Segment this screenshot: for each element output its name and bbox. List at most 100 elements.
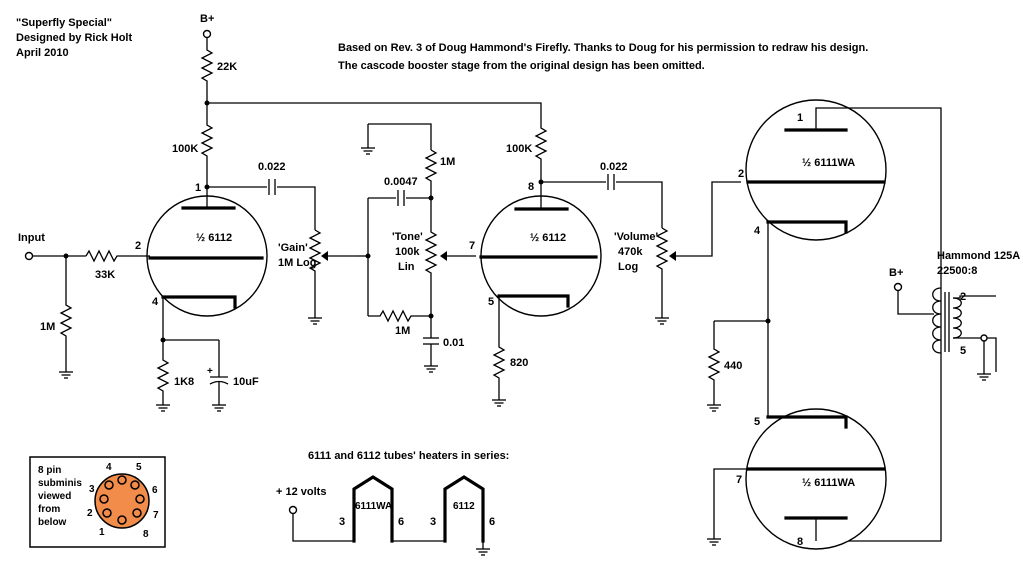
resistor-440 xyxy=(707,321,721,405)
transformer-bplus: B+ xyxy=(889,267,903,279)
v4-pin-plate: 8 xyxy=(797,536,803,548)
resistor-1m-input xyxy=(59,256,73,372)
resistor-100k-v2-label: 100K xyxy=(506,143,532,155)
v3-pin-plate: 1 xyxy=(797,112,803,124)
v2-pin-grid: 7 xyxy=(469,240,475,252)
v1-pin-cathode: 4 xyxy=(152,296,159,308)
heater-6112 xyxy=(443,475,485,543)
tube-v1-label: ½ 6112 xyxy=(196,232,232,244)
v1-pin-plate: 1 xyxy=(195,182,201,194)
resistor-820-label: 820 xyxy=(510,357,528,369)
pinout-line-1: 8 pin xyxy=(38,465,61,476)
pot-gain-value: 1M Log xyxy=(278,257,317,269)
bplus-terminal xyxy=(202,29,212,39)
v2-pin-cathode: 5 xyxy=(488,296,494,308)
capacitor-001 xyxy=(423,316,439,366)
pot-volume-name: 'Volume' xyxy=(614,231,659,243)
v4-pin-cathode: 5 xyxy=(754,416,760,428)
bplus-label: B+ xyxy=(200,13,214,25)
resistor-820 xyxy=(492,340,506,400)
capacitor-0022-b xyxy=(607,174,615,190)
resistor-100k-v1 xyxy=(200,103,214,187)
svg-text:3: 3 xyxy=(89,484,95,495)
tube-v4-cathode xyxy=(766,415,848,429)
pinout-line-3: viewed xyxy=(38,491,71,502)
v3-pin-grid: 2 xyxy=(738,168,744,180)
note-line-1: Based on Rev. 3 of Doug Hammond's Firefl… xyxy=(338,42,868,54)
svg-text:1: 1 xyxy=(99,527,105,538)
svg-text:3: 3 xyxy=(339,516,345,528)
tube-v3-label: ½ 6111WA xyxy=(802,157,855,169)
tube-v4-label: ½ 6111WA xyxy=(802,477,855,489)
note-line-2: The cascode booster stage from the origi… xyxy=(338,60,705,72)
capacitor-10uf-label: 10uF xyxy=(233,376,259,388)
output-transformer xyxy=(932,287,997,372)
capacitor-001-label: 0.01 xyxy=(443,337,464,349)
tube-socket-pinout xyxy=(94,473,150,529)
resistor-100k-v1-label: 100K xyxy=(172,143,198,155)
svg-text:6: 6 xyxy=(398,516,404,528)
svg-text:2: 2 xyxy=(87,508,93,519)
svg-text:5: 5 xyxy=(136,462,142,473)
transformer-pin5: 5 xyxy=(960,345,966,357)
pot-tone xyxy=(424,198,476,316)
pot-tone-taper: Lin xyxy=(398,261,415,273)
pinout-box xyxy=(29,456,166,548)
tube-v2-label: ½ 6112 xyxy=(530,232,566,244)
heaters-title: 6111 and 6112 tubes' heaters in series: xyxy=(308,450,509,462)
svg-text:4: 4 xyxy=(106,462,112,473)
resistor-1m-tone-label: 1M xyxy=(440,156,455,168)
svg-text:6: 6 xyxy=(152,485,158,496)
bplus-rail xyxy=(207,102,542,116)
resistor-33k xyxy=(85,249,150,263)
tube-v2-cathode xyxy=(497,294,570,308)
input-jack xyxy=(24,251,34,261)
svg-text:7: 7 xyxy=(153,510,159,521)
capacitor-10uf: + xyxy=(207,340,229,405)
resistor-1m-tone xyxy=(424,149,438,198)
pot-tone-value: 100k xyxy=(395,246,420,258)
capacitor-0022-a xyxy=(268,179,276,195)
capacitor-00047-label: 0.0047 xyxy=(384,176,418,188)
transformer-pin2: 2 xyxy=(960,291,966,303)
tube-v3-cathode xyxy=(766,220,848,234)
heaters-supply: + 12 volts xyxy=(276,486,326,498)
transformer-name: Hammond 125A xyxy=(937,250,1020,262)
capacitor-00047 xyxy=(397,190,405,206)
resistor-22k-label: 22K xyxy=(217,61,237,73)
resistor-22k xyxy=(200,37,214,103)
credit-date: April 2010 xyxy=(16,47,69,59)
credit-title: "Superfly Special" xyxy=(16,17,112,29)
heaters-supply-terminal xyxy=(288,505,298,515)
pot-volume xyxy=(655,181,741,318)
credit-designer: Designed by Rick Holt xyxy=(16,32,132,44)
pinout-line-5: below xyxy=(38,517,67,528)
resistor-33k-label: 33K xyxy=(95,269,115,281)
resistor-440-label: 440 xyxy=(724,360,742,372)
capacitor-0022-a-label: 0.022 xyxy=(258,161,286,173)
pinout-line-4: from xyxy=(38,504,60,515)
capacitor-0022-b-label: 0.022 xyxy=(600,161,628,173)
svg-text:3: 3 xyxy=(430,516,436,528)
tube-v3-envelope xyxy=(745,99,887,241)
svg-text:6: 6 xyxy=(489,516,495,528)
pot-volume-value: 470k xyxy=(618,246,643,258)
v2-pin-plate: 8 xyxy=(528,181,534,193)
v1-pin-grid: 2 xyxy=(135,240,141,252)
resistor-1m-bottom-label: 1M xyxy=(395,325,410,337)
resistor-1k8-label: 1K8 xyxy=(174,376,194,388)
svg-text:+: + xyxy=(207,366,213,377)
tube-v4-envelope xyxy=(745,408,887,550)
resistor-100k-v2 xyxy=(534,116,548,182)
v3-pin-cathode: 4 xyxy=(754,225,761,237)
heater-6111wa-label: 6111WA xyxy=(355,501,392,512)
input-label: Input xyxy=(18,232,45,244)
pot-gain xyxy=(308,229,358,318)
heater-6111wa xyxy=(352,475,394,543)
pot-tone-name: 'Tone' xyxy=(392,231,423,243)
transformer-ratio: 22500:8 xyxy=(937,265,977,277)
transformer-bplus-terminal xyxy=(893,282,903,292)
tube-v1-cathode xyxy=(161,295,237,309)
pot-gain-name: 'Gain' xyxy=(278,242,308,254)
